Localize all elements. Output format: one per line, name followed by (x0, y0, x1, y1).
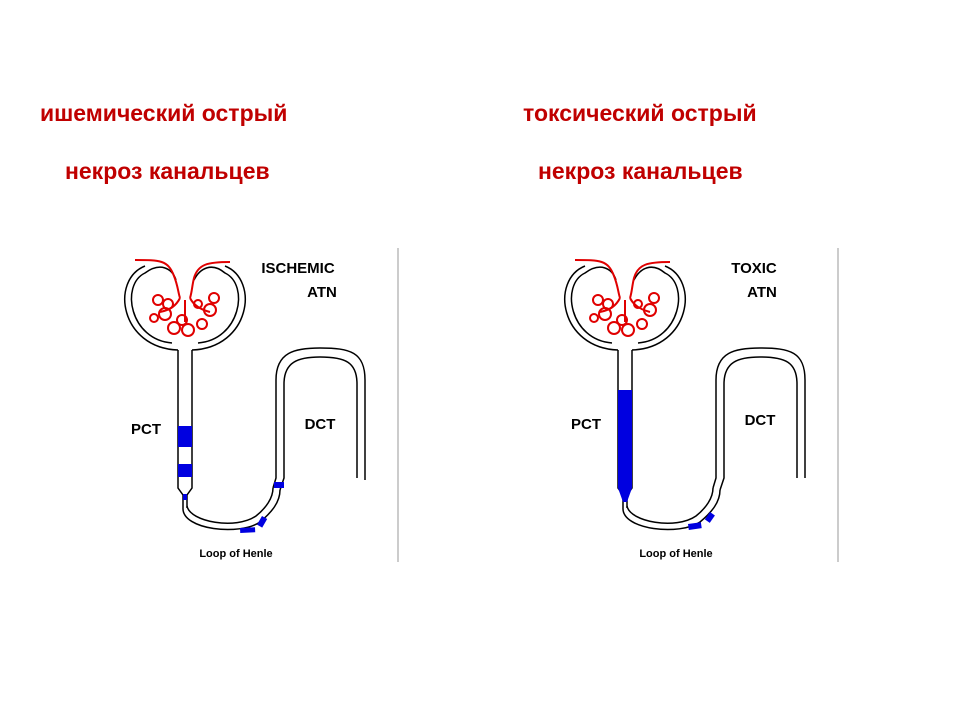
diagram-title-line2: ATN (747, 284, 777, 301)
toxic-nephron-diagram: TOXIC ATN PCT DCT Loop of Henle (564, 248, 839, 562)
glomerulus-capillaries (589, 292, 660, 337)
glomerulus-capillaries (149, 292, 220, 337)
toxic-heading-line2: некроз канальцев (538, 158, 743, 184)
ischemic-heading-line2: некроз канальцев (65, 158, 270, 184)
pct-label: PCT (131, 421, 161, 438)
dct-label: DCT (745, 412, 776, 429)
dct-label: DCT (305, 416, 336, 433)
toxic-heading-line1: токсический острый (523, 100, 757, 126)
loop-of-henle-label: Loop of Henle (639, 548, 712, 560)
injury-segments (178, 426, 284, 533)
loop-of-henle-label: Loop of Henle (199, 548, 272, 560)
ischemic-nephron-diagram: ISCHEMIC ATN PCT DCT Loop of Henle (124, 248, 399, 562)
diagram-title-line2: ATN (307, 284, 337, 301)
pct-label: PCT (571, 416, 601, 433)
ischemic-heading-line1: ишемический острый (40, 100, 288, 126)
diagram-title-line1: ISCHEMIC (261, 260, 335, 277)
tubule-outline (124, 265, 390, 531)
injury-segments (618, 390, 715, 530)
tubule-outline (564, 265, 806, 531)
glomerulus-vessels (574, 259, 671, 299)
glomerulus-vessels (134, 259, 231, 299)
diagram-title-line1: TOXIC (731, 260, 777, 277)
